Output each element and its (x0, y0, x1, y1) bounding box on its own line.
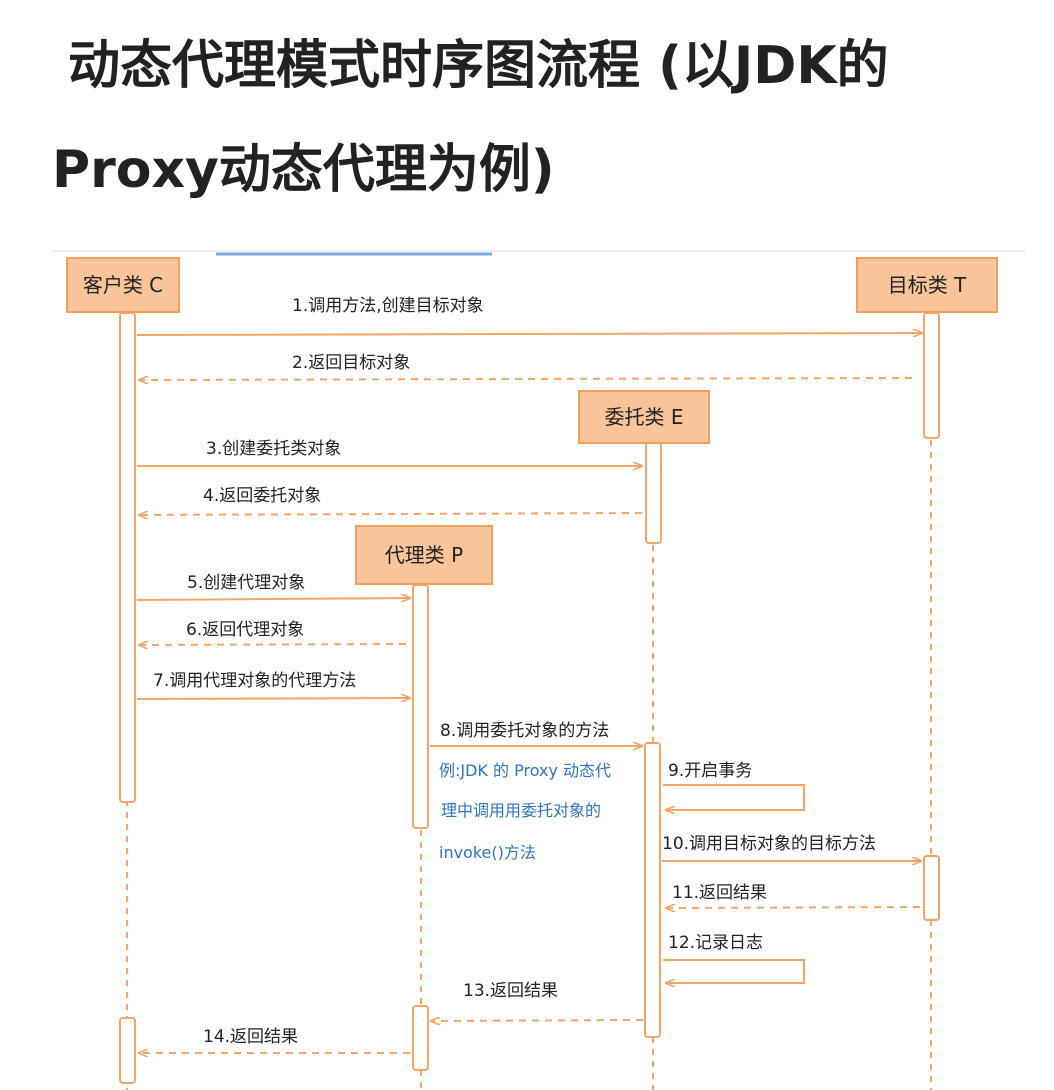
activation-bar-e-2 (644, 742, 661, 1038)
page-title: 动态代理模式时序图流程 (以JDK的Proxy动态代理为例) (52, 36, 889, 200)
actor-e: 委托类 E (578, 390, 710, 444)
message-13-label: 13.返回结果 (463, 981, 558, 1001)
activation-bar-p (412, 584, 429, 829)
actor-e-label: 委托类 E (605, 405, 684, 429)
message-4-arrow (139, 513, 643, 515)
message-11-arrow (666, 907, 921, 908)
message-8-label: 8.调用委托对象的方法 (440, 721, 609, 741)
actor-e-box (578, 390, 710, 444)
note-line-1: 例:JDK 的 Proxy 动态代 (439, 761, 611, 780)
activation-bar-c-1 (119, 312, 136, 803)
message-4-label: 4.返回委托对象 (203, 486, 321, 506)
activation-bar-c-2 (119, 1017, 136, 1084)
activation-bar-p-2 (412, 1005, 429, 1071)
note-line-3: invoke()方法 (439, 843, 536, 862)
message-7-arrow (136, 698, 410, 699)
message-3-label: 3.创建委托类对象 (206, 439, 341, 459)
message-9-label: 9.开启事务 (668, 761, 752, 781)
actor-p: 代理类 P (355, 525, 493, 585)
message-14-label: 14.返回结果 (203, 1027, 298, 1047)
message-5-arrow (136, 598, 410, 600)
message-6-arrow (139, 644, 407, 645)
actor-c: 客户类 C (66, 257, 180, 313)
activation-bar-t-1 (923, 312, 940, 439)
actor-p-box (355, 525, 493, 585)
message-6-label: 6.返回代理对象 (186, 620, 304, 640)
message-7-label: 7.调用代理对象的代理方法 (153, 671, 356, 691)
actor-t: 目标类 T (856, 257, 998, 313)
activation-bar-t-2 (923, 855, 940, 921)
actor-t-label: 目标类 T (888, 273, 967, 297)
message-5-label: 5.创建代理对象 (187, 573, 305, 593)
actor-p-label: 代理类 P (385, 543, 463, 567)
invoke-note: 例:JDK 的 Proxy 动态代 理中调用用委托对象的 invoke()方法 (439, 761, 611, 862)
activation-bar-e (645, 442, 662, 544)
message-12-label: 12.记录日志 (668, 933, 763, 953)
message-9-arrow (663, 784, 805, 810)
message-13-arrow (431, 1020, 644, 1021)
message-2-arrow (139, 378, 913, 380)
actor-c-box (66, 257, 180, 313)
message-2-label: 2.返回目标对象 (292, 353, 410, 373)
message-11-label: 11.返回结果 (672, 883, 767, 903)
message-1-arrow (136, 333, 922, 335)
note-line-2: 理中调用用委托对象的 (441, 801, 601, 820)
message-12-arrow (663, 959, 805, 983)
actor-c-label: 客户类 C (83, 273, 163, 297)
message-1-label: 1.调用方法,创建目标对象 (292, 296, 484, 316)
message-10-label: 10.调用目标对象的目标方法 (662, 834, 876, 854)
actor-t-box (856, 257, 998, 313)
